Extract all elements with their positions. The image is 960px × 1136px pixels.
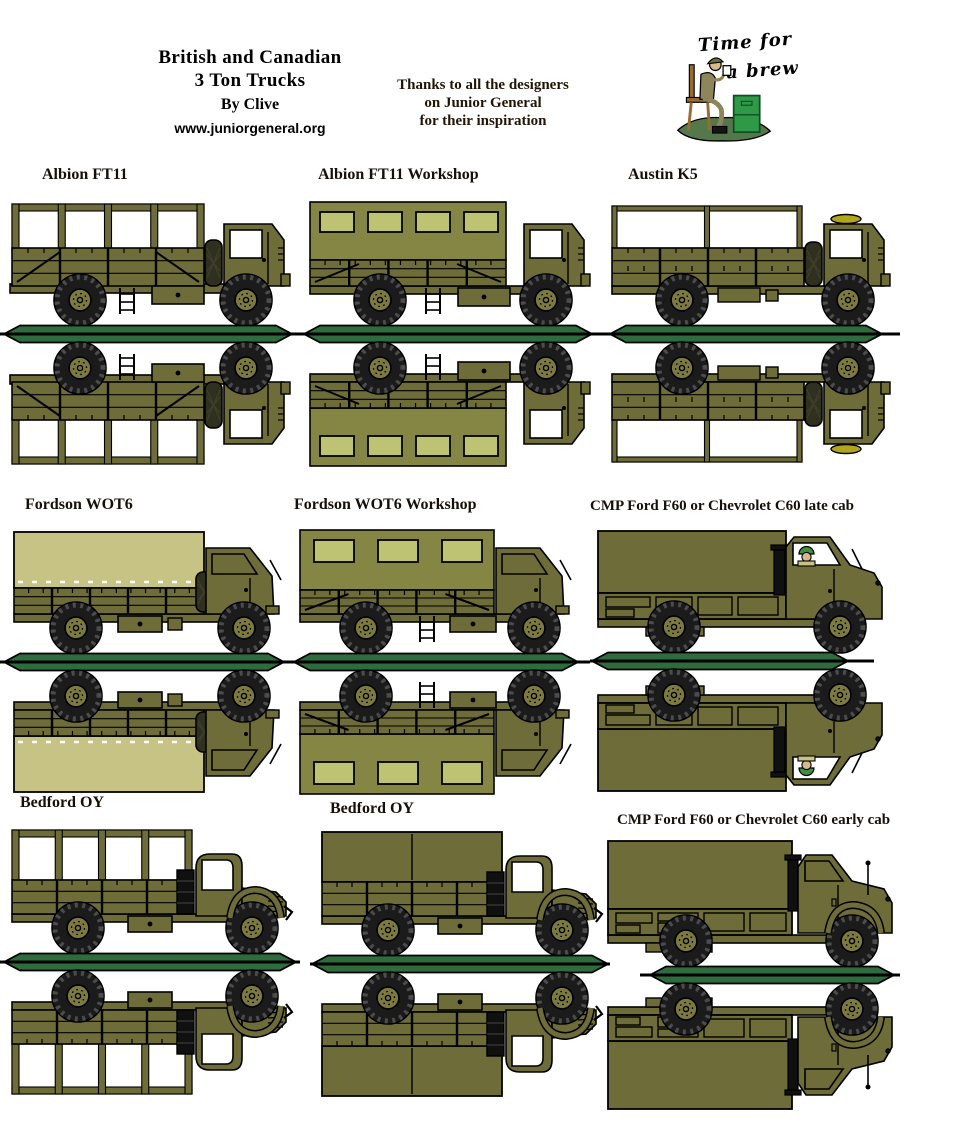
truck-unit-fordson-wot6-workshop: Fordson WOT6 Workshop: [290, 496, 590, 808]
truck-label: Albion FT11: [42, 166, 128, 183]
soldier-tea-break-illustration: [672, 24, 778, 144]
thanks-line: Thanks to all the designers: [397, 77, 569, 93]
truck-label: Bedford OY: [330, 800, 414, 817]
truck-label: Bedford OY: [20, 794, 104, 811]
truck-label: Austin K5: [628, 166, 698, 183]
thanks-note: Thanks to all the designers on Junior Ge…: [378, 76, 588, 130]
title-block: British and Canadian 3 Ton Trucks By Cli…: [95, 46, 405, 136]
truck-unit-cmp-late-cab: CMP Ford F60 or Chevrolet C60 late cab: [590, 498, 890, 807]
truck-illustration: [0, 516, 300, 808]
thanks-line: for their inspiration: [419, 113, 547, 129]
truck-illustration: [300, 188, 600, 480]
truck-illustration: [590, 515, 890, 807]
truck-illustration: [290, 516, 590, 808]
truck-label: CMP Ford F60 or Chevrolet C60 early cab: [617, 812, 891, 828]
truck-illustration: [0, 816, 300, 1108]
page-title-line1: British and Canadian: [158, 47, 342, 68]
page-title-line2: 3 Ton Trucks: [194, 70, 306, 91]
truck-unit-bedford-oy-open: Bedford OY: [0, 794, 300, 1108]
truck-illustration: [310, 818, 610, 1110]
truck-unit-bedford-oy-canvas: Bedford OY: [310, 800, 610, 1110]
truck-unit-austin-k5: Austin K5: [600, 166, 900, 480]
truck-unit-fordson-wot6: Fordson WOT6: [0, 496, 300, 808]
truck-label: Fordson WOT6: [25, 496, 133, 513]
thanks-line: on Junior General: [424, 95, 542, 111]
truck-unit-albion-ft11: Albion FT11: [0, 166, 300, 480]
truck-illustration: [600, 188, 900, 480]
truck-unit-cmp-early-cab: CMP Ford F60 or Chevrolet C60 early cab: [600, 812, 900, 1121]
author-byline: By Clive: [220, 96, 280, 113]
website-url: www.juniorgeneral.org: [174, 120, 326, 136]
truck-label: CMP Ford F60 or Chevrolet C60 late cab: [590, 498, 854, 514]
truck-unit-albion-ft11-workshop: Albion FT11 Workshop: [300, 166, 600, 480]
truck-illustration: [0, 188, 300, 480]
truck-label: Albion FT11 Workshop: [318, 166, 479, 183]
truck-label: Fordson WOT6 Workshop: [294, 496, 477, 513]
truck-illustration: [600, 829, 900, 1121]
